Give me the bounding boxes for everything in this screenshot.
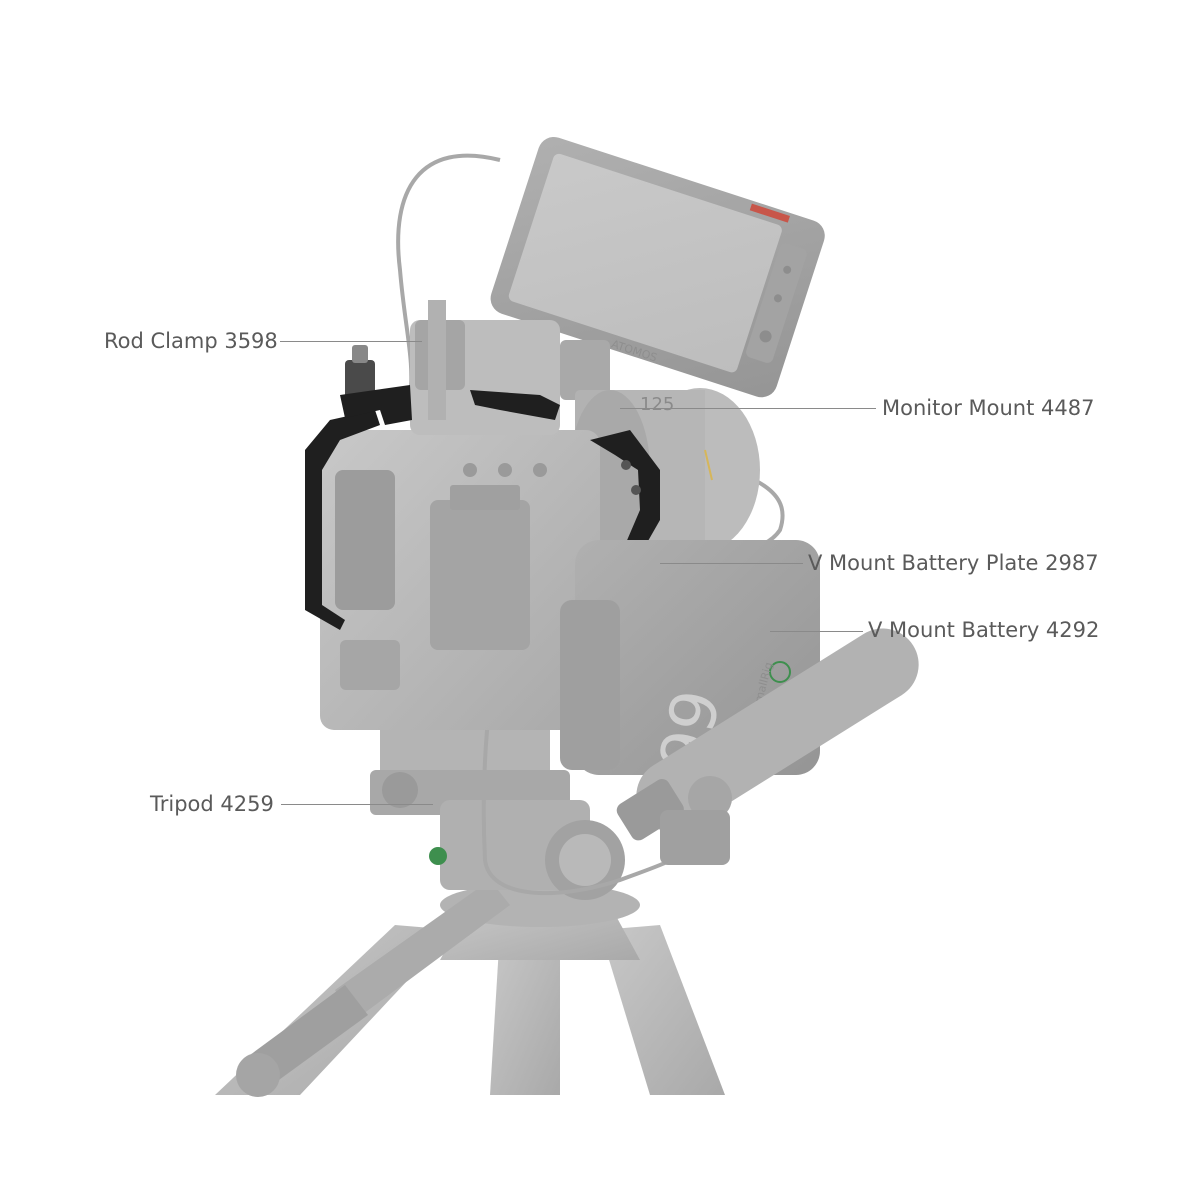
rod-clamp — [345, 300, 465, 420]
callout-rod-clamp: Rod Clamp 3598 — [104, 329, 278, 353]
callout-tripod: Tripod 4259 — [150, 792, 274, 816]
leader-rod-clamp — [280, 341, 422, 342]
microphone — [616, 628, 919, 865]
leader-monitor-mount — [620, 408, 876, 409]
camera-body — [320, 320, 600, 730]
tripod-head — [370, 720, 625, 900]
callout-battery: V Mount Battery 4292 — [868, 618, 1100, 642]
bubble-level-icon — [429, 847, 447, 865]
callout-monitor-mount: Monitor Mount 4487 — [882, 396, 1095, 420]
leader-battery-plate — [660, 563, 803, 564]
camera-cage — [305, 385, 665, 630]
lens-focal-marking: 125 — [640, 394, 674, 415]
tripod-handle — [236, 880, 510, 1097]
leader-tripod — [281, 804, 433, 805]
leader-battery — [770, 631, 863, 632]
callout-battery-plate: V Mount Battery Plate 2987 — [808, 551, 1099, 575]
monitor: ATOMOS — [490, 136, 825, 398]
